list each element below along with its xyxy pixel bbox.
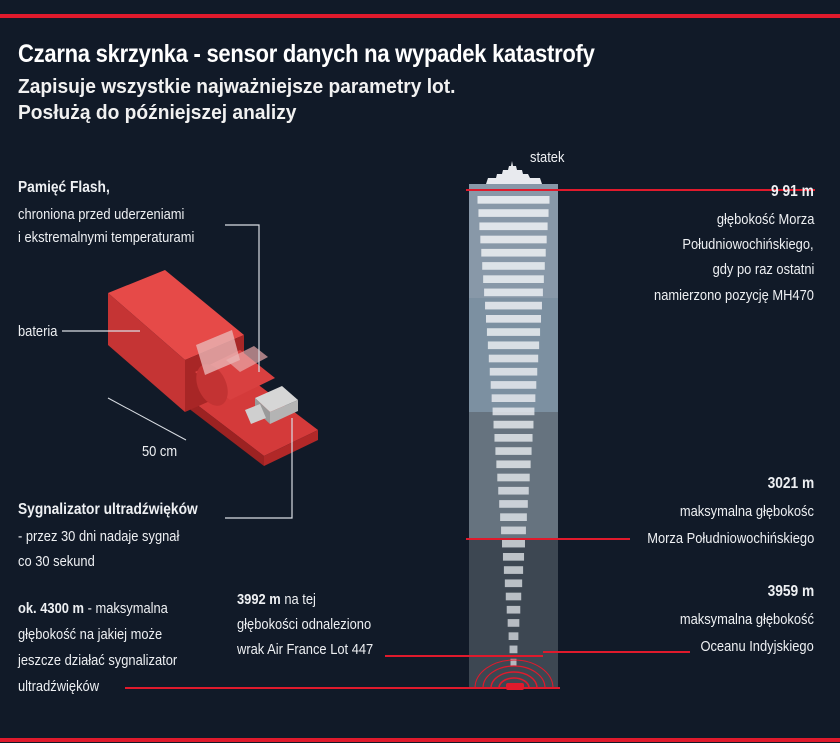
depth-stripe xyxy=(499,500,528,508)
size-label: 50 cm xyxy=(142,443,178,460)
air-france-line-2: głębokości odnaleziono xyxy=(237,616,372,633)
sonar-signal-icon xyxy=(474,659,554,689)
depth-stripe xyxy=(502,553,525,561)
depth-stripe xyxy=(477,196,550,204)
depth-stripes xyxy=(477,196,550,667)
black-box-illustration xyxy=(107,270,318,466)
marker-3959-line-1: maksymalna głębokość xyxy=(679,611,814,628)
depth-stripe xyxy=(488,354,539,363)
depth-stripe xyxy=(479,222,548,231)
depth-stripe xyxy=(487,341,540,350)
depth-stripe xyxy=(494,434,533,442)
subtitle-line-1: Zapisuje wszystkie najważniejsze paramet… xyxy=(18,76,456,98)
depth-stripe xyxy=(489,367,538,376)
depth-stripe xyxy=(495,447,532,455)
air-france-value: 3992 m xyxy=(237,591,281,608)
depth-stripe xyxy=(481,248,546,257)
depth-stripe xyxy=(503,566,524,574)
depth-stripe xyxy=(510,658,517,667)
depth-stripe xyxy=(496,460,531,469)
beacon-desc-2: co 30 sekund xyxy=(18,553,95,570)
beacon-title: Sygnalizator ultradźwięków xyxy=(18,501,198,518)
marker-3021-value: 3021 m xyxy=(767,475,814,492)
subtitle-line-2: Posłużą do późniejszej analizy xyxy=(18,102,297,124)
depth-stripe xyxy=(498,486,529,495)
flash-title: Pamięć Flash, xyxy=(18,179,110,196)
limit-value: ok. 4300 m xyxy=(18,600,84,617)
limit-line-4: ultradźwięków xyxy=(18,678,100,695)
depth-stripe xyxy=(493,420,534,429)
depth-stripe xyxy=(502,539,525,548)
limit-line-2: głębokość na jakiej może xyxy=(18,626,163,643)
marker-991-line-1: głębokość Morza xyxy=(716,211,814,228)
depth-stripe xyxy=(482,262,545,270)
air-france-line-3: wrak Air France Lot 447 xyxy=(237,641,374,658)
depth-stripe xyxy=(485,315,542,323)
marker-991-value: 9 91 m xyxy=(771,183,814,200)
page-title: Czarna skrzynka - sensor danych na wypad… xyxy=(18,40,595,68)
depth-stripe xyxy=(484,288,543,297)
ship-label: statek xyxy=(530,149,565,166)
depth-stripe xyxy=(492,407,535,416)
depth-stripe xyxy=(491,394,536,403)
depth-stripe xyxy=(506,605,521,614)
marker-991-line-3: gdy po raz ostatni xyxy=(712,261,814,278)
depth-stripe xyxy=(480,235,547,244)
air-france-rest: na tej xyxy=(284,591,316,608)
beacon-desc-1: - przez 30 dni nadaje sygnał xyxy=(18,528,180,545)
limit-rest: - maksymalna xyxy=(87,600,168,617)
marker-3959-line-2: Oceanu Indyjskiego xyxy=(700,638,814,655)
depth-stripe xyxy=(501,526,526,535)
depth-stripe xyxy=(507,619,520,627)
marker-991-line-4: namierzono pozycję MH470 xyxy=(654,287,814,304)
depth-stripe xyxy=(505,592,522,601)
air-france-line-1: 3992 m na tej xyxy=(237,588,316,611)
ship-icon xyxy=(486,161,542,184)
marker-3959-value: 3959 m xyxy=(767,583,814,600)
marker-3021-line-2: Morza Południowochińskiego xyxy=(646,530,814,547)
depth-stripe xyxy=(500,513,527,522)
depth-stripe xyxy=(490,381,537,389)
marker-3021-line-1: maksymalna głębokośc xyxy=(679,503,814,520)
depth-stripe xyxy=(478,209,549,217)
depth-stripe xyxy=(483,275,544,284)
marker-991-line-2: Południowochińskiego, xyxy=(682,236,814,253)
depth-stripe xyxy=(509,645,518,654)
depth-stripe xyxy=(485,301,542,310)
bottom-accent-bar xyxy=(0,738,840,742)
limit-line-1: ok. 4300 m - maksymalna xyxy=(18,597,168,620)
depth-stripe xyxy=(508,632,519,641)
flash-desc-2: i ekstremalnymi temperaturami xyxy=(18,229,195,246)
depth-stripe xyxy=(486,328,541,336)
top-accent-bar xyxy=(0,14,840,18)
depth-stripe xyxy=(497,473,530,482)
limit-line-3: jeszcze działać sygnalizator xyxy=(18,652,178,669)
flash-desc-1: chroniona przed uderzeniami xyxy=(18,206,185,223)
battery-label: bateria xyxy=(18,323,58,340)
depth-stripe xyxy=(504,579,523,588)
flash-callout-line xyxy=(225,224,260,372)
beacon-callout-line xyxy=(225,418,293,519)
